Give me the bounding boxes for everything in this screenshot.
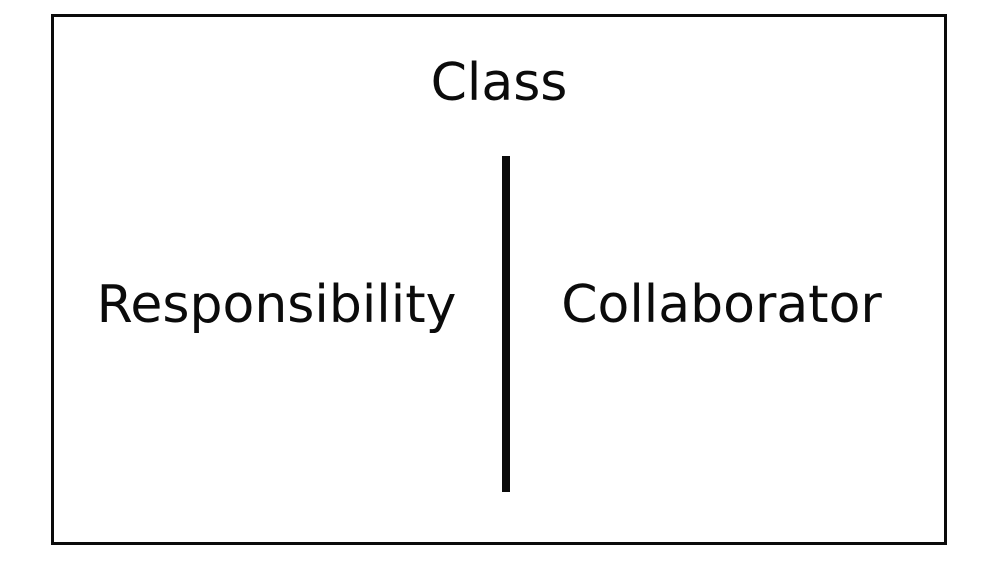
crc-card-body: Responsibility Collaborator <box>54 149 944 542</box>
collaborator-label: Collaborator <box>561 275 882 336</box>
crc-card: Class Responsibility Collaborator <box>51 14 947 545</box>
class-title: Class <box>430 52 568 113</box>
responsibility-section: Responsibility <box>54 149 499 542</box>
vertical-divider <box>502 156 510 492</box>
class-title-row: Class <box>54 17 944 149</box>
responsibility-label: Responsibility <box>96 275 457 336</box>
collaborator-section: Collaborator <box>499 149 944 542</box>
